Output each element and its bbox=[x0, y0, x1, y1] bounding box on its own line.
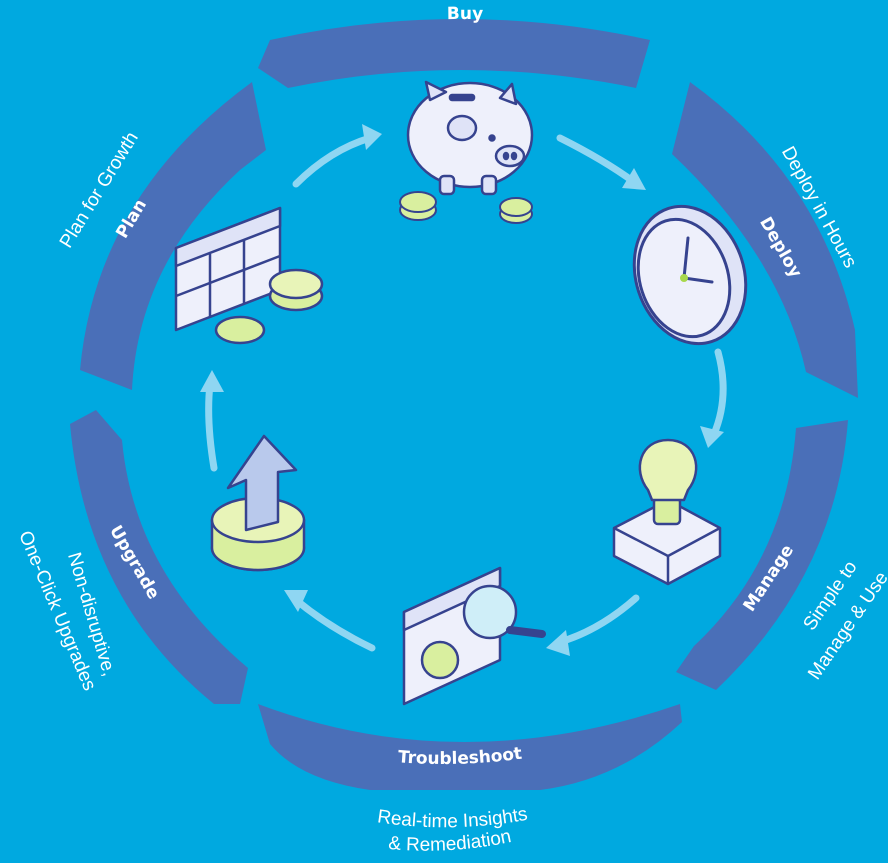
flow-arrow-troubleshoot-to-upgrade bbox=[292, 596, 376, 652]
arrowhead-plan bbox=[200, 370, 224, 392]
arrowhead-buy bbox=[362, 124, 382, 150]
lightbulb-icon bbox=[612, 438, 722, 586]
coins-icon-buy bbox=[399, 191, 533, 224]
cycle-ring bbox=[70, 19, 858, 790]
piggy-bank-icon bbox=[406, 80, 534, 196]
flow-arrow-upgrade-to-plan bbox=[205, 380, 218, 472]
flow-arrow-manage-to-troubleshoot bbox=[556, 594, 640, 646]
inner-flow-arrows bbox=[205, 134, 727, 652]
arrowhead-troubleshoot bbox=[546, 630, 570, 656]
ring-segment-buy bbox=[258, 19, 650, 88]
ring-segment-deploy bbox=[672, 82, 858, 398]
ring-segment-manage bbox=[676, 420, 848, 690]
flow-arrow-deploy-to-manage bbox=[710, 348, 727, 438]
inner-arrowheads bbox=[200, 124, 724, 656]
stage-label-buy: Buy bbox=[447, 4, 484, 24]
flow-arrow-buy-to-deploy bbox=[556, 134, 638, 186]
ring-segment-plan bbox=[80, 82, 266, 390]
upgrade-arrow-icon bbox=[210, 434, 306, 572]
clock-icon bbox=[632, 204, 748, 346]
arrowhead-upgrade bbox=[284, 590, 308, 612]
calendar-coins-icon bbox=[174, 206, 324, 345]
arrowhead-manage bbox=[700, 426, 724, 448]
arrowhead-deploy bbox=[622, 168, 646, 190]
flow-arrow-plan-to-buy bbox=[292, 134, 374, 188]
magnifier-chart-icon bbox=[402, 566, 546, 706]
ring-segment-troubleshoot bbox=[258, 704, 682, 790]
ring-segment-upgrade bbox=[70, 410, 248, 704]
